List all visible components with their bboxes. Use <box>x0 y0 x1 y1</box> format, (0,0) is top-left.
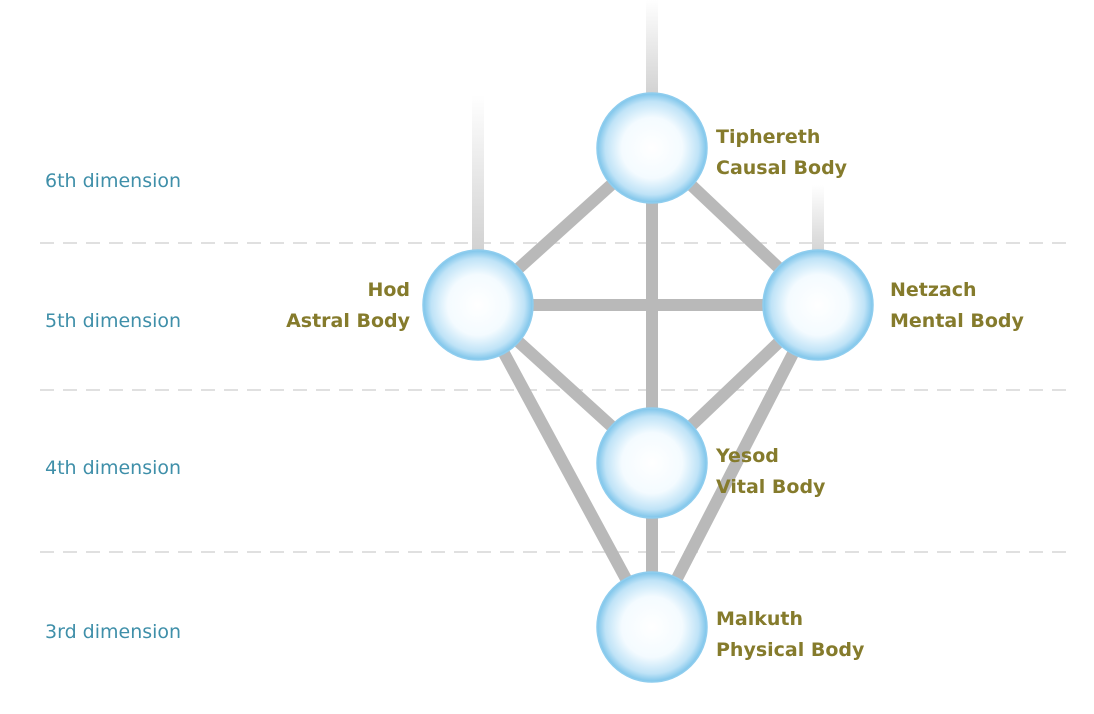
node-label-malkuth: Malkuth Physical Body <box>716 604 864 666</box>
node-label-tiphereth: Tiphereth Causal Body <box>716 122 847 184</box>
node-name: Netzach <box>890 279 977 301</box>
node-malkuth <box>596 571 708 683</box>
node-netzach <box>762 249 874 361</box>
node-hod <box>422 249 534 361</box>
node-name: Yesod <box>716 445 779 467</box>
dimension-label-4th: 4th dimension <box>45 457 182 479</box>
node-tiphereth <box>596 92 708 204</box>
node-name: Tiphereth <box>716 126 821 148</box>
node-label-netzach: Netzach Mental Body <box>890 275 1024 337</box>
stem-line <box>812 185 824 260</box>
edge-hod-malkuth <box>472 302 658 630</box>
node-name: Hod <box>367 279 410 301</box>
dimension-label-6th: 6th dimension <box>45 170 182 192</box>
node-name: Malkuth <box>716 608 804 630</box>
edge-netzach-malkuth <box>646 302 824 630</box>
node-body: Causal Body <box>716 157 848 179</box>
node-body: Vital Body <box>716 476 826 498</box>
stem-line <box>472 95 484 260</box>
node-label-hod: Hod Astral Body <box>286 275 410 337</box>
node-body: Astral Body <box>286 310 410 332</box>
node-label-yesod: Yesod Vital Body <box>716 441 825 503</box>
node-body: Physical Body <box>716 639 865 661</box>
node-body: Mental Body <box>890 310 1024 332</box>
node-yesod <box>596 407 708 519</box>
dimension-label-3rd: 3rd dimension <box>45 621 182 643</box>
dimension-label-5th: 5th dimension <box>45 310 182 332</box>
stem-line <box>646 0 658 100</box>
